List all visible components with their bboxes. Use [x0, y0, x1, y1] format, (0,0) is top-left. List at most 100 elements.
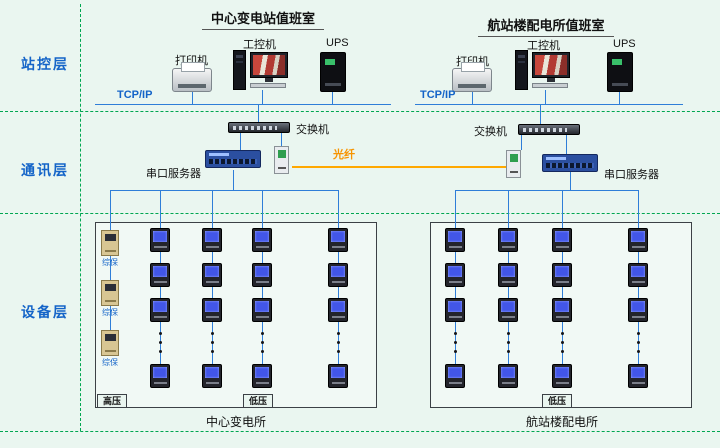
- meter-icon: [445, 228, 465, 252]
- serial-server-icon-right: [542, 154, 598, 172]
- ups-label-right: UPS: [613, 38, 636, 50]
- ups-icon-left: [320, 52, 346, 92]
- pc-drop-left: [262, 90, 263, 104]
- tcpip-bus-left: [95, 104, 391, 105]
- layer-label-station: 站控层: [21, 56, 69, 72]
- layer-label-comm: 通讯层: [21, 162, 69, 178]
- switch-to-converter-left: [281, 133, 282, 146]
- tcpip-label-right: TCP/IP: [420, 89, 456, 101]
- tcpip-label-left: TCP/IP: [117, 89, 153, 101]
- pc-keyboard-icon: [250, 83, 286, 88]
- switch-icon-left: [228, 122, 290, 133]
- relay-icon: [101, 330, 119, 356]
- lv-tag-right: 低压: [542, 394, 572, 408]
- fiber-converter-icon-left: [274, 146, 289, 174]
- pc-screen: [253, 55, 285, 75]
- meter-icon: [202, 228, 222, 252]
- dist-drop: [262, 190, 263, 222]
- meter-icon: [328, 228, 348, 252]
- ellipsis-dot: [261, 350, 264, 353]
- switch-to-converter-right: [521, 135, 522, 150]
- pc-label-left: 工控机: [243, 39, 276, 51]
- ellipsis-dot: [159, 341, 162, 344]
- meter-icon: [150, 263, 170, 287]
- meter-icon: [445, 364, 465, 388]
- relay-label: 综保: [102, 308, 118, 317]
- pc-label-right: 工控机: [527, 40, 560, 52]
- switch-label-right: 交换机: [474, 126, 507, 138]
- fiber-line: [292, 166, 508, 168]
- pc-tower-icon: [515, 50, 528, 90]
- workstation-icon-right: [515, 50, 573, 92]
- ellipsis-dot: [337, 332, 340, 335]
- ellipsis-dot: [637, 350, 640, 353]
- meter-icon: [150, 364, 170, 388]
- fiber-converter-icon-right: [506, 150, 521, 178]
- pc-monitor-stand: [547, 78, 555, 82]
- meter-icon: [202, 298, 222, 322]
- meter-icon: [552, 228, 572, 252]
- box-caption-right: 航站楼配电所: [525, 415, 598, 429]
- ellipsis-dot: [454, 332, 457, 335]
- meter-icon: [328, 298, 348, 322]
- dist-drop: [562, 190, 563, 222]
- pc-monitor-icon: [532, 52, 570, 78]
- printer-icon-right: [452, 62, 492, 92]
- box-caption-left: 中心变电所: [205, 415, 266, 429]
- meter-icon: [252, 364, 272, 388]
- dist-drop: [160, 190, 161, 222]
- pc-keyboard-icon: [532, 83, 568, 88]
- dist-drop: [338, 190, 339, 222]
- relay-label: 综保: [102, 258, 118, 267]
- workstation-icon-left: [233, 50, 291, 92]
- relay-label: 综保: [102, 358, 118, 367]
- meter-icon: [445, 263, 465, 287]
- ellipsis-dot: [507, 350, 510, 353]
- ellipsis-dot: [261, 332, 264, 335]
- pc-monitor-icon: [250, 52, 288, 78]
- meter-icon: [252, 298, 272, 322]
- meter-icon: [628, 263, 648, 287]
- meter-icon: [445, 298, 465, 322]
- meter-icon: [552, 298, 572, 322]
- ellipsis-dot: [261, 341, 264, 344]
- dist-bus-left: [110, 190, 339, 191]
- ellipsis-dot: [211, 341, 214, 344]
- meter-icon: [628, 298, 648, 322]
- ups-drop-left: [332, 92, 333, 104]
- pc-monitor-stand: [265, 78, 273, 82]
- relay-icon: [101, 280, 119, 306]
- meter-icon: [328, 364, 348, 388]
- ellipsis-dot: [159, 350, 162, 353]
- bus-to-switch-right: [540, 105, 541, 124]
- room-title-right: 航站楼配电所值班室: [478, 15, 614, 37]
- ups-label-left: UPS: [326, 37, 349, 49]
- layer-divider-vertical: [80, 4, 81, 431]
- ellipsis-dot: [507, 341, 510, 344]
- meter-icon: [202, 364, 222, 388]
- layer-label-device: 设备层: [21, 304, 69, 320]
- meter-icon: [498, 228, 518, 252]
- layer-divider-station-comm: [0, 111, 720, 112]
- switch-to-server-right: [566, 135, 567, 154]
- bus-to-switch-left: [258, 105, 259, 122]
- dist-drop: [110, 190, 111, 222]
- meter-icon: [202, 263, 222, 287]
- dist-drop: [638, 190, 639, 222]
- serial-server-label-right: 串口服务器: [604, 169, 659, 181]
- ellipsis-dot: [454, 350, 457, 353]
- meter-icon: [498, 298, 518, 322]
- meter-icon: [150, 228, 170, 252]
- ellipsis-dot: [561, 350, 564, 353]
- relay-icon: [101, 230, 119, 256]
- meter-icon: [628, 228, 648, 252]
- meter-icon: [552, 364, 572, 388]
- dist-drop: [508, 190, 509, 222]
- ellipsis-dot: [561, 332, 564, 335]
- ellipsis-dot: [337, 341, 340, 344]
- switch-to-server-left: [240, 133, 241, 150]
- ellipsis-dot: [159, 332, 162, 335]
- meter-icon: [552, 263, 572, 287]
- layer-divider-comm-device: [0, 213, 720, 214]
